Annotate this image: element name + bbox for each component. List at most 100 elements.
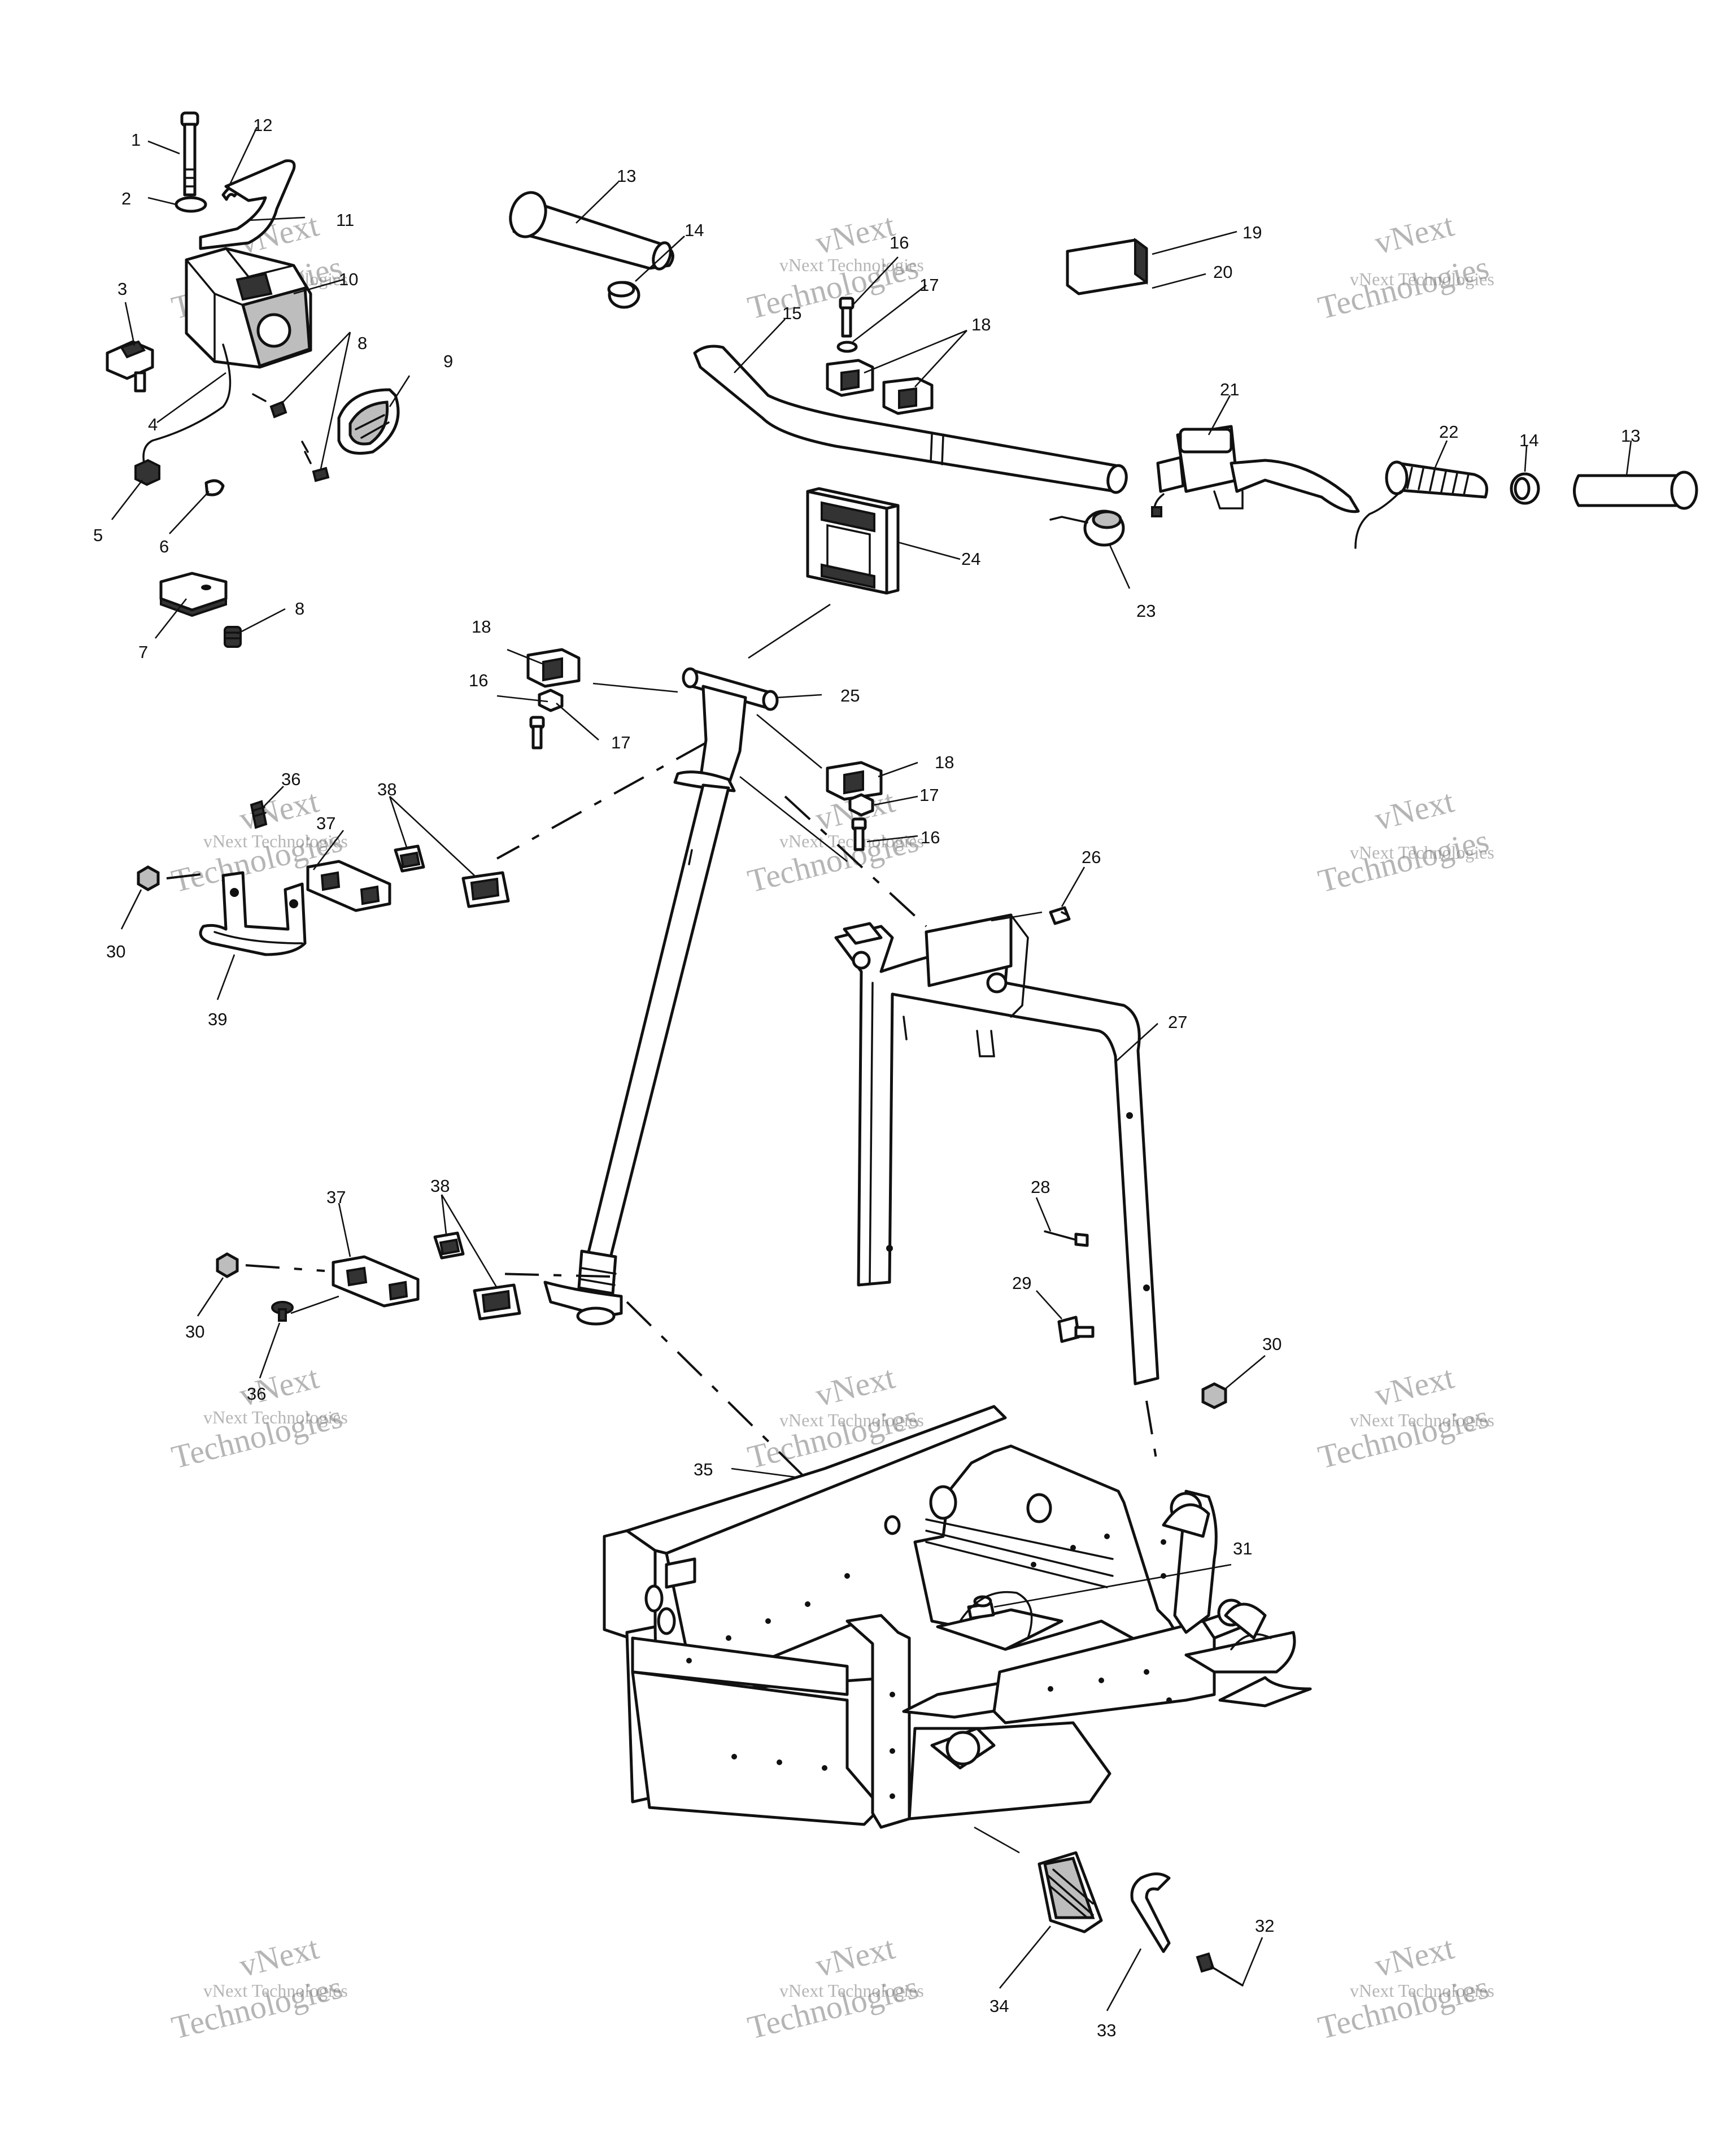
part-34-boot [1037,1851,1103,1933]
callout-28: 28 [1031,1177,1050,1197]
svg-text:vNext Technologies: vNext Technologies [1350,842,1494,863]
callout-23: 23 [1136,601,1156,621]
callout-27: 27 [1168,1012,1187,1032]
callout-4: 4 [148,415,158,434]
callout-35: 35 [694,1460,713,1479]
callout-15: 15 [782,303,801,323]
part-18-clamp [826,359,874,397]
callout-21: 21 [1220,380,1239,399]
svg-text:vNext: vNext [1371,1358,1457,1413]
watermark: vNext vNext Technologies Technologies [1314,782,1494,899]
watermark: vNext vNext Technologies Technologies [1314,1358,1494,1475]
callout-3: 3 [117,279,127,299]
part-17-washer-right [848,793,874,817]
callout-10: 10 [339,269,358,289]
part-18-clamp-right [826,761,883,801]
callout-8-lower: 8 [295,599,304,619]
callout-38-upper: 38 [377,779,396,799]
svg-text:vNext: vNext [1371,1929,1457,1984]
callout-18-right: 18 [935,752,954,772]
part-18-clamp-left [526,648,581,688]
callout-22: 22 [1439,422,1458,442]
callout-16-right: 16 [921,827,940,847]
callout-39: 39 [208,1009,227,1029]
watermark: vNext vNext Technologies Technologies [744,1929,923,2046]
callout-11: 11 [336,210,354,230]
callout-13-right: 13 [1621,426,1640,446]
part-17-washer-upper [836,341,858,353]
svg-text:vNext Technologies: vNext Technologies [779,831,924,851]
callout-16-left: 16 [469,670,488,690]
callout-32: 32 [1255,1916,1274,1936]
callout-36-lower: 36 [247,1384,266,1404]
part-36-screw-upper [250,800,268,829]
part-38-clamp-upper [394,844,425,873]
svg-text:vNext Technologies: vNext Technologies [779,1980,924,2001]
watermark: vNext vNext Technologies Technologies [1314,206,1494,326]
part-27-steering-support [834,913,1159,1386]
part-7-plate [159,572,228,617]
callout-37-lower: 37 [326,1187,346,1207]
svg-text:Technologies: Technologies [1314,822,1492,900]
part-25-steering-column [543,667,779,1326]
upper-bracket-group [120,786,510,1000]
callout-37-upper: 37 [316,813,335,833]
part-38-clamp-upper [461,871,510,908]
svg-text:Technologies: Technologies [1314,249,1492,326]
callout-38-lower: 38 [430,1176,450,1196]
part-28-pin [1044,1230,1089,1247]
callout-29: 29 [1012,1273,1031,1293]
svg-text:vNext: vNext [812,206,898,261]
part-31-bolt [967,1595,995,1620]
callout-18-left: 18 [472,617,491,637]
watermark: vNext vNext Technologies Technologies [744,206,923,326]
part-26-screw [1049,906,1071,925]
svg-text:vNext Technologies: vNext Technologies [1350,269,1494,289]
part-14-end-cap-right [1510,472,1540,505]
callout-8-upper: 8 [358,333,367,353]
part-30-nut-right [1201,1382,1227,1409]
svg-text:vNext Technologies: vNext Technologies [1350,1980,1494,2001]
part-16-bolt-left [529,716,545,750]
part-38-clamp-lower [433,1231,465,1260]
chassis-frame [603,1405,1312,1829]
callout-16-upper: 16 [890,233,909,252]
part-29-bolt [1057,1316,1095,1343]
part-9-ring [337,388,400,455]
part-33-clip [1130,1872,1171,1953]
part-30-nut-lower-left [216,1252,239,1278]
ignition-housing-group [106,111,411,648]
part-3-switch [106,340,154,393]
part-16-bolt-right [851,817,867,851]
callout-18-upper: 18 [971,315,991,334]
steering-column-group [496,603,927,1498]
part-5-nut [134,459,160,486]
part-24-riser-block [806,487,900,595]
callout-2: 2 [121,189,131,208]
callout-25: 25 [840,686,860,705]
svg-text:vNext Technologies: vNext Technologies [1350,1410,1494,1430]
part-8-bolt [224,626,242,648]
svg-text:vNext Technologies: vNext Technologies [203,1407,348,1427]
part-23-throttle-switch [1049,509,1125,547]
part-13-grip-right [1573,471,1698,510]
svg-text:vNext Technologies: vNext Technologies [779,1410,924,1430]
callout-labels: 1 12 2 11 3 10 8 9 4 5 6 8 7 13 14 16 17… [93,115,1640,2040]
watermark: vNext vNext Technologies Technologies [168,1358,347,1475]
handlebar-group [509,181,1698,595]
part-22-heated-grip [1354,460,1488,549]
callout-13-left: 13 [617,166,636,186]
lower-bracket-group [197,1194,521,1379]
callout-20: 20 [1213,262,1232,282]
callout-17-right: 17 [919,785,939,805]
svg-text:vNext: vNext [1371,206,1457,261]
part-32-screw [1196,1952,1244,1987]
watermark: vNext vNext Technologies Technologies [1314,1929,1494,2046]
part-38-clamp-lower [473,1283,521,1321]
part-2-washer [175,196,207,213]
part-10-housing [185,247,312,369]
callout-17-left: 17 [611,733,630,752]
part-4-wire [142,343,232,464]
part-14-end-cap-left [607,281,640,309]
callout-17-upper: 17 [919,275,939,295]
